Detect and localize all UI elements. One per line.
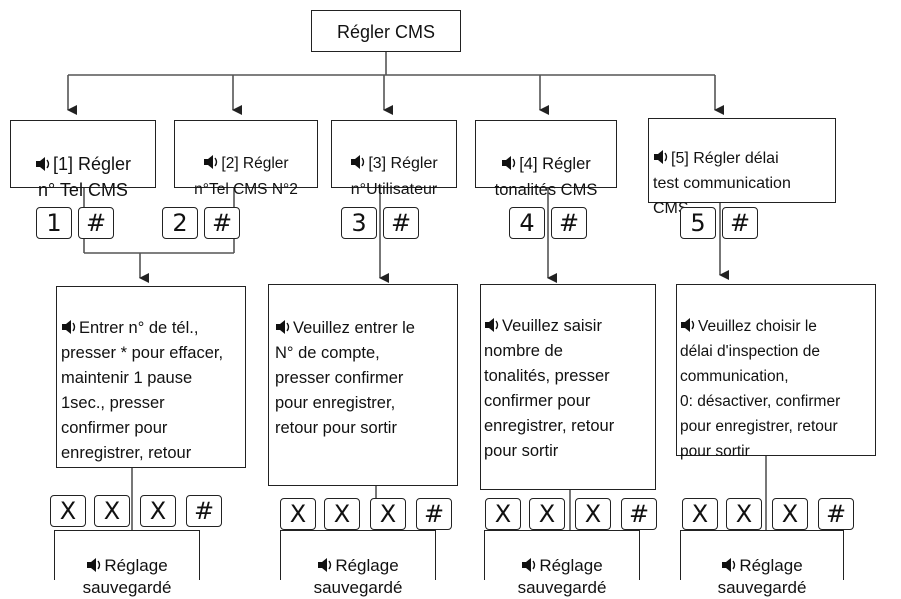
prompt-account-number: Veuillez entrer le N° de compte, presser… <box>268 284 458 486</box>
key-x[interactable]: X <box>772 498 808 530</box>
key-3[interactable]: 3 <box>341 207 377 239</box>
key-2[interactable]: 2 <box>162 207 198 239</box>
saved-label: Réglage sauvegardé <box>717 556 807 597</box>
speaker-icon <box>276 320 290 334</box>
key-x[interactable]: X <box>140 495 176 527</box>
option-5-set-test-delay: [5] Régler délai test communication CMS <box>648 118 836 217</box>
key-x[interactable]: X <box>485 498 521 530</box>
key-x[interactable]: X <box>94 495 130 527</box>
prompt-enter-phone: Entrer n° de tél., presser * pour efface… <box>56 286 246 468</box>
option-2-set-cms-phone-2: [2] Régler n°Tel CMS N°2 <box>174 120 318 198</box>
key-x[interactable]: X <box>280 498 316 530</box>
option-label: [3] Régler n°Utilisateur <box>350 155 438 198</box>
saved-label: Réglage sauvegardé <box>82 556 172 597</box>
key-x[interactable]: X <box>682 498 718 530</box>
saved-confirmation: Réglage sauvegardé <box>54 530 200 597</box>
connector-lines <box>67 52 767 548</box>
key-hash[interactable]: # <box>204 207 240 239</box>
key-x[interactable]: X <box>575 498 611 530</box>
saved-confirmation: Réglage sauvegardé <box>280 530 436 597</box>
key-x[interactable]: X <box>529 498 565 530</box>
prompt-text: Veuillez choisir le délai d'inspection d… <box>680 318 841 460</box>
speaker-icon <box>485 318 499 332</box>
option-label: [4] Régler tonalités CMS <box>494 155 598 199</box>
saved-label: Réglage sauvegardé <box>517 556 607 597</box>
key-1[interactable]: 1 <box>36 207 72 239</box>
prompt-text: Entrer n° de tél., presser * pour efface… <box>61 319 224 462</box>
key-hash[interactable]: # <box>621 498 657 530</box>
prompt-tone-count: Veuillez saisir nombre de tonalités, pre… <box>480 284 656 490</box>
option-label: [2] Régler n°Tel CMS N°2 <box>194 155 298 198</box>
key-x[interactable]: X <box>370 498 406 530</box>
speaker-icon <box>35 157 50 171</box>
key-hash[interactable]: # <box>551 207 587 239</box>
key-hash[interactable]: # <box>722 207 758 239</box>
speaker-icon <box>318 558 332 572</box>
speaker-icon <box>351 155 365 169</box>
speaker-icon <box>204 155 218 169</box>
option-label: [5] Régler délai test communication CMS <box>653 150 791 217</box>
saved-label: Réglage sauvegardé <box>313 556 403 597</box>
key-x[interactable]: X <box>324 498 360 530</box>
saved-confirmation: Réglage sauvegardé <box>484 530 640 597</box>
prompt-text: Veuillez entrer le N° de compte, presser… <box>275 319 415 437</box>
speaker-icon <box>522 558 536 572</box>
option-4-set-cms-tones: [4] Régler tonalités CMS <box>475 120 617 199</box>
prompt-text: Veuillez saisir nombre de tonalités, pre… <box>484 317 615 460</box>
speaker-icon <box>654 150 668 164</box>
speaker-icon <box>681 318 695 332</box>
speaker-icon <box>62 320 76 334</box>
option-1-set-cms-phone: [1] Régler n° Tel CMS <box>10 120 156 200</box>
key-5[interactable]: 5 <box>680 207 716 239</box>
option-3-set-user-number: [3] Régler n°Utilisateur <box>331 120 457 198</box>
key-hash[interactable]: # <box>818 498 854 530</box>
speaker-icon <box>722 558 736 572</box>
key-hash[interactable]: # <box>416 498 452 530</box>
prompt-inspection-delay: Veuillez choisir le délai d'inspection d… <box>676 284 876 460</box>
speaker-icon <box>502 156 516 170</box>
key-hash[interactable]: # <box>186 495 222 527</box>
saved-confirmation: Réglage sauvegardé <box>680 530 844 597</box>
key-x[interactable]: X <box>50 495 86 527</box>
speaker-icon <box>87 558 101 572</box>
root-node: Régler CMS <box>311 10 461 52</box>
key-4[interactable]: 4 <box>509 207 545 239</box>
key-hash[interactable]: # <box>383 207 419 239</box>
option-label: [1] Régler n° Tel CMS <box>38 154 132 200</box>
key-x[interactable]: X <box>726 498 762 530</box>
key-hash[interactable]: # <box>78 207 114 239</box>
